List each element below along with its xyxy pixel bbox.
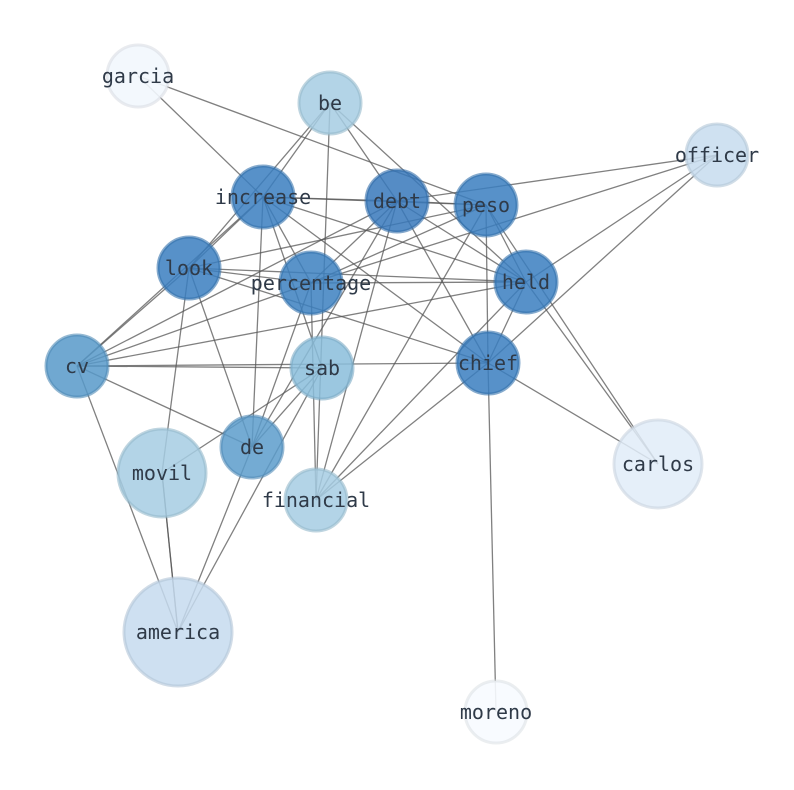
node-debt: debt — [364, 168, 430, 234]
node-de: de — [219, 414, 285, 480]
node-circle-peso — [453, 172, 519, 238]
edge-percentage-cv — [76, 282, 312, 367]
node-financial: financial — [262, 467, 370, 533]
node-increase: increase — [215, 164, 311, 230]
edge-held-financial — [315, 281, 527, 501]
node-circle-officer — [684, 122, 750, 188]
edge-percentage-held — [310, 281, 527, 284]
node-label-garcia: garcia — [102, 64, 174, 88]
node-label-peso: peso — [462, 193, 510, 217]
edge-chief-financial — [315, 362, 489, 501]
node-carlos: carlos — [612, 418, 704, 510]
node-circle-percentage — [278, 250, 344, 316]
node-label-be: be — [318, 91, 342, 115]
node-label-movil: movil — [132, 461, 192, 485]
node-moreno: moreno — [460, 679, 532, 745]
node-label-increase: increase — [215, 185, 311, 209]
node-label-america: america — [136, 620, 220, 644]
node-label-percentage: percentage — [251, 271, 371, 295]
node-label-chief: chief — [458, 351, 518, 375]
node-circle-movil — [116, 427, 208, 519]
edge-peso-look — [188, 204, 487, 269]
node-label-look: look — [165, 256, 213, 280]
node-circle-de — [219, 414, 285, 480]
node-circle-garcia — [105, 43, 171, 109]
node-label-carlos: carlos — [622, 452, 694, 476]
node-circle-financial — [283, 467, 349, 533]
edge-officer-debt — [396, 154, 718, 202]
node-look: look — [156, 235, 222, 301]
node-label-cv: cv — [65, 354, 89, 378]
edge-look-chief — [188, 267, 489, 364]
node-circle-increase — [230, 164, 296, 230]
node-label-moreno: moreno — [460, 700, 532, 724]
edge-chief-moreno — [487, 362, 497, 713]
node-sab: sab — [289, 335, 355, 401]
edge-officer-chief — [487, 154, 718, 364]
edge-garcia-peso — [137, 75, 487, 206]
node-circle-debt — [364, 168, 430, 234]
node-circle-held — [493, 249, 559, 315]
node-label-financial: financial — [262, 488, 370, 512]
node-held: held — [493, 249, 559, 315]
node-percentage: percentage — [251, 250, 371, 316]
node-circle-look — [156, 235, 222, 301]
edge-officer-held — [525, 154, 718, 283]
node-label-sab: sab — [304, 356, 340, 380]
edge-chief-cv — [76, 362, 489, 367]
node-chief: chief — [455, 330, 521, 396]
edge-increase-de — [251, 196, 264, 448]
edge-peso-financial — [315, 204, 487, 501]
edge-held-cv — [76, 281, 527, 367]
node-label-de: de — [240, 435, 264, 459]
edge-look-held — [188, 267, 527, 283]
node-circle-cv — [44, 333, 110, 399]
node-circle-carlos — [612, 418, 704, 510]
node-officer: officer — [675, 122, 759, 188]
node-circle-america — [122, 576, 234, 688]
node-be: be — [297, 70, 363, 136]
node-label-held: held — [502, 270, 550, 294]
node-peso: peso — [453, 172, 519, 238]
node-america: america — [122, 576, 234, 688]
node-circle-sab — [289, 335, 355, 401]
node-movil: movil — [116, 427, 208, 519]
node-circle-be — [297, 70, 363, 136]
edge-peso-carlos — [485, 204, 659, 465]
node-garcia: garcia — [102, 43, 174, 109]
node-circle-moreno — [463, 679, 529, 745]
edge-debt-de — [251, 200, 398, 448]
node-label-debt: debt — [373, 189, 421, 213]
node-cv: cv — [44, 333, 110, 399]
node-label-officer: officer — [675, 143, 759, 167]
node-circle-chief — [455, 330, 521, 396]
node-layer: garcia be officer increase debt peso look perce… — [44, 43, 759, 745]
edge-increase-held — [262, 196, 527, 283]
